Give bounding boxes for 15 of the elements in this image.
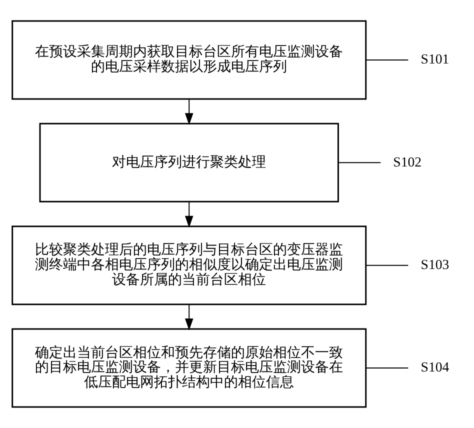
connector	[366, 264, 409, 266]
node-box: 确定出当前台区相位和预先存储的原始相位不一致的目标电压监测设备，并更新目标电压监测设备在低压配电网拓扑结构中的相位信息	[12, 328, 367, 408]
arrow	[184, 304, 194, 330]
arrow	[184, 98, 194, 126]
node-text: S104	[420, 360, 450, 375]
node-text: S103	[420, 257, 450, 272]
connector	[366, 59, 409, 60]
node-text: S101	[420, 52, 450, 67]
arrow	[184, 201, 194, 228]
node-box: 对电压序列进行聚类处理	[39, 122, 339, 202]
connector	[338, 162, 382, 164]
connector	[366, 368, 409, 369]
node-box: 比较聚类处理后的电压序列与目标台区的变压器监测终端中各相电压序列的相似度以确定出电压监测设备所属的当前台区相位	[12, 226, 367, 306]
node-box: 在预设采集周期内获取目标台区所有电压监测设备的电压采样数据以形成电压序列	[12, 20, 367, 100]
node-text: S102	[393, 154, 422, 170]
